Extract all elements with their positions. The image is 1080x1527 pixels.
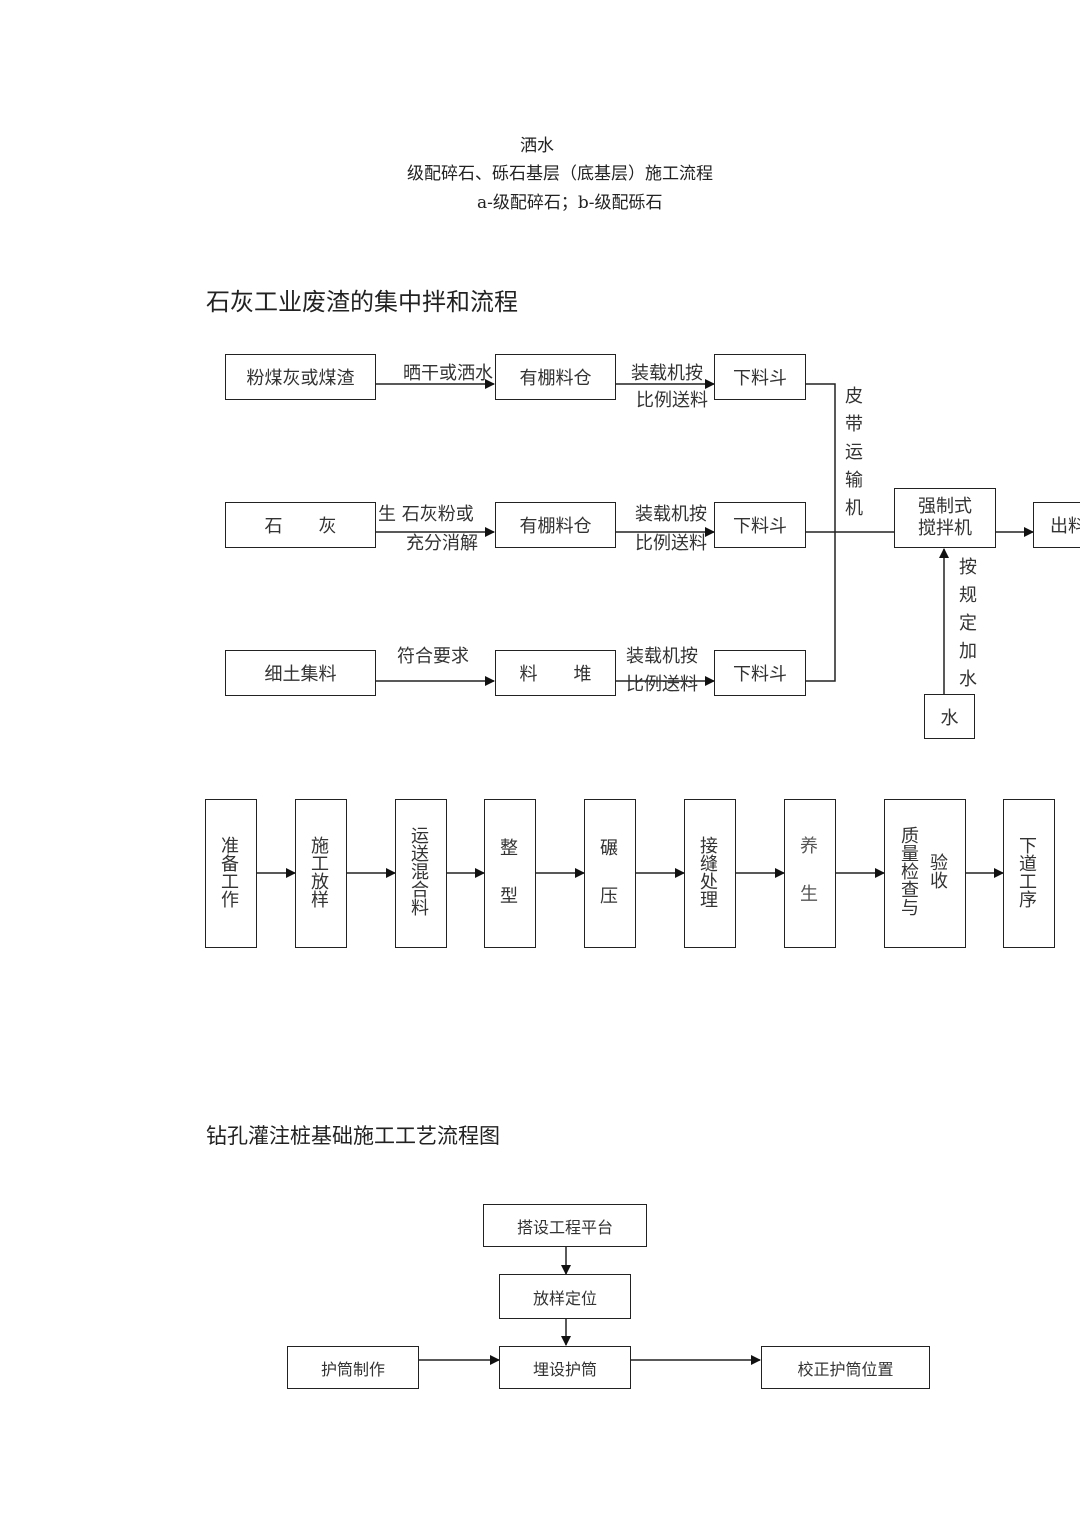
edge-label: 生 石灰粉或 (378, 504, 474, 525)
step-label: 验收 (927, 853, 948, 889)
header-line-3: a-级配碎石；b-级配砾石 (477, 193, 663, 213)
node-label: 放样定位 (532, 1288, 597, 1308)
section3-title: 钻孔灌注桩基础施工工艺流程图 (206, 1124, 500, 1148)
source-box-soil: 细土集料 (225, 650, 376, 696)
store-box-3: 料 堆 (495, 650, 616, 696)
conveyor-label: 皮带运输机 (842, 386, 863, 526)
section1-title: 石灰工业废渣的集中拌和流程 (206, 288, 518, 316)
node-casing-bury: 埋设护筒 (499, 1346, 631, 1389)
water-rule-label: 按规定加水 (956, 557, 977, 697)
edge-label: 比例送料 (636, 390, 708, 411)
source-label: 细土集料 (264, 664, 337, 685)
header-line-1: 洒水 (520, 136, 554, 156)
output-box: 出料 (1033, 502, 1080, 548)
header-line-2: 级配碎石、砾石基层（底基层）施工流程 (407, 164, 713, 184)
store-label: 有棚料仓 (519, 368, 592, 389)
step-label: 运送混合料 (408, 826, 429, 916)
hopper-box-1: 下料斗 (714, 354, 806, 400)
step-label: 碾 压 (597, 838, 618, 910)
hopper-label: 下料斗 (733, 368, 787, 389)
step-box-4 (484, 799, 536, 948)
source-label: 粉煤灰或煤渣 (246, 368, 355, 389)
hopper-label: 下料斗 (733, 664, 787, 685)
step-label: 养 生 (797, 836, 818, 908)
edge-label: 装载机按 (631, 363, 703, 384)
step-box-2 (295, 799, 347, 948)
step-box-7 (784, 799, 836, 948)
hopper-box-3: 下料斗 (714, 650, 806, 696)
mixer-label-line2: 搅拌机 (918, 518, 972, 539)
node-casing-correct: 校正护筒位置 (761, 1346, 930, 1389)
edge-label: 比例送料 (635, 533, 707, 554)
hopper-box-2: 下料斗 (714, 502, 806, 548)
step-box-3 (395, 799, 447, 948)
step-box-6 (684, 799, 736, 948)
step-box-8 (884, 799, 966, 948)
edge-label: 充分消解 (406, 533, 478, 554)
store-box-2: 有棚料仓 (495, 502, 616, 548)
mixer-label-line1: 强制式 (918, 495, 972, 517)
source-box-flyash: 粉煤灰或煤渣 (225, 354, 376, 400)
step-label: 整 型 (497, 838, 518, 910)
edge-label: 装载机按 (635, 504, 707, 525)
step-label: 施工放样 (308, 836, 329, 908)
node-label: 搭设工程平台 (516, 1217, 613, 1237)
store-label: 料 堆 (519, 664, 592, 685)
step-box-1 (205, 799, 257, 948)
output-label: 出料 (1050, 516, 1080, 537)
water-box: 水 (924, 694, 975, 739)
edge-label: 比例送料 (626, 674, 698, 695)
step-box-5 (584, 799, 636, 948)
source-box-lime: 石 灰 (225, 502, 376, 548)
step-box-9 (1003, 799, 1055, 948)
node-platform: 搭设工程平台 (483, 1204, 647, 1247)
edge-label: 晒干或洒水 (403, 363, 493, 384)
store-label: 有棚料仓 (519, 516, 592, 537)
step-label: 接缝处理 (697, 836, 718, 908)
step-label: 准备工作 (218, 836, 239, 908)
edge-label: 装载机按 (626, 646, 698, 667)
source-label: 石 灰 (264, 516, 337, 537)
node-label: 校正护筒位置 (797, 1359, 894, 1379)
mixer-box: 强制式 搅拌机 (894, 488, 996, 548)
node-label: 护筒制作 (320, 1359, 385, 1379)
node-label: 埋设护筒 (532, 1359, 597, 1379)
node-casing-make: 护筒制作 (287, 1346, 419, 1389)
water-label: 水 (940, 707, 959, 729)
store-box-1: 有棚料仓 (495, 354, 616, 400)
node-layout: 放样定位 (499, 1274, 631, 1319)
step-label: 质量检查与 (898, 826, 919, 916)
edge-label: 符合要求 (397, 646, 469, 667)
step-label: 下道工序 (1016, 836, 1037, 908)
hopper-label: 下料斗 (733, 516, 787, 537)
